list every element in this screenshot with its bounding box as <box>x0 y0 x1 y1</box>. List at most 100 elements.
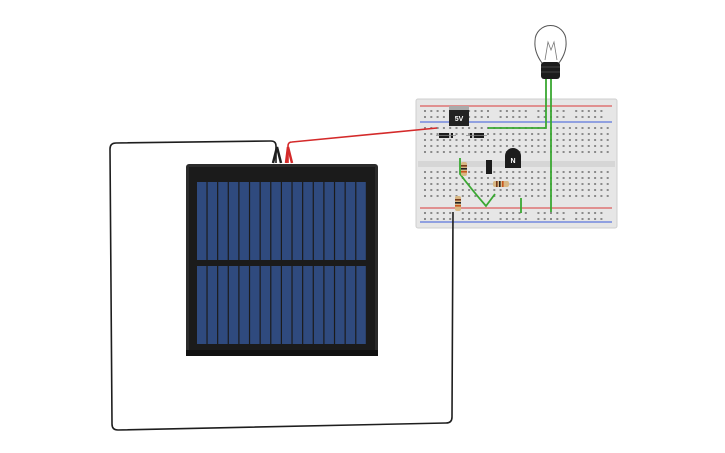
breadboard-hole <box>436 133 439 135</box>
breadboard-hole <box>594 110 597 112</box>
breadboard-hole <box>455 145 458 147</box>
breadboard-hole <box>499 116 502 118</box>
breadboard-hole <box>430 183 433 185</box>
diode-icon[interactable] <box>466 133 487 138</box>
breadboard-hole <box>575 110 578 112</box>
green-wires[interactable] <box>459 78 552 213</box>
breadboard-hole <box>512 133 515 135</box>
breadboard-hole <box>537 145 540 147</box>
solar-cell <box>345 266 356 344</box>
breadboard-hole <box>505 133 508 135</box>
resistor-icon[interactable] <box>455 196 461 211</box>
breadboard-hole <box>424 189 426 191</box>
breadboard-hole <box>480 110 483 112</box>
breadboard-hole <box>430 145 433 147</box>
breadboard-hole <box>556 133 559 135</box>
resistor-icon[interactable] <box>488 181 513 187</box>
red-wire[interactable] <box>287 127 438 163</box>
breadboard-hole <box>461 145 464 147</box>
breadboard-hole <box>518 218 521 220</box>
breadboard-hole <box>556 177 559 179</box>
breadboard-hole <box>430 218 433 220</box>
capacitor[interactable] <box>486 160 492 174</box>
breadboard-hole <box>594 151 597 153</box>
breadboard-hole <box>556 195 559 197</box>
voltage-regulator-icon[interactable]: 5V <box>449 106 469 126</box>
breadboard-hole <box>480 171 483 173</box>
solar-cell <box>292 266 303 344</box>
breadboard-hole <box>424 116 426 118</box>
breadboard-hole <box>531 139 534 141</box>
breadboard-hole <box>575 183 578 185</box>
breadboard-hole <box>594 189 597 191</box>
breadboard-hole <box>424 171 426 173</box>
breadboard-hole <box>518 110 521 112</box>
breadboard-hole <box>543 177 546 179</box>
breadboard-hole <box>575 127 578 129</box>
breadboard-hole <box>537 133 540 135</box>
solar-cell <box>292 182 303 260</box>
breadboard-hole <box>575 116 578 118</box>
black-wire[interactable] <box>109 140 454 431</box>
breadboard-hole <box>537 110 540 112</box>
breadboard-hole <box>556 171 559 173</box>
breadboard-hole <box>461 133 464 135</box>
breadboard-hole <box>600 195 603 197</box>
breadboard-hole <box>543 110 546 112</box>
breadboard-hole <box>537 218 540 220</box>
solar-cell <box>356 182 366 260</box>
breadboard-hole <box>461 189 464 191</box>
breadboard-hole <box>499 212 502 214</box>
solar-panel[interactable] <box>186 164 378 356</box>
resistor-icon[interactable] <box>461 162 467 176</box>
breadboard-hole <box>480 151 483 153</box>
breadboard-hole <box>537 195 540 197</box>
breadboard-hole <box>480 145 483 147</box>
breadboard-hole <box>505 212 508 214</box>
breadboard-hole <box>581 218 584 220</box>
breadboard-hole <box>562 183 565 185</box>
breadboard-hole <box>531 195 534 197</box>
breadboard-hole <box>581 139 584 141</box>
npn-transistor-icon[interactable]: N <box>505 148 521 168</box>
breadboard-hole <box>524 110 527 112</box>
panel-terminal-red <box>284 146 294 164</box>
breadboard-hole <box>518 133 521 135</box>
breadboard-hole <box>480 218 483 220</box>
breadboard-hole <box>505 195 508 197</box>
breadboard-hole <box>562 177 565 179</box>
breadboard-hole <box>512 183 515 185</box>
solar-cell <box>239 266 249 344</box>
breadboard-hole <box>600 151 603 153</box>
lightbulb-icon[interactable] <box>534 25 567 79</box>
breadboard-hole <box>449 139 452 141</box>
breadboard-hole <box>493 171 496 173</box>
solar-cell <box>207 182 218 260</box>
breadboard-hole <box>424 151 426 153</box>
breadboard-hole <box>575 139 578 141</box>
breadboard-hole <box>524 171 527 173</box>
breadboard-hole <box>562 151 565 153</box>
breadboard-hole <box>587 151 590 153</box>
breadboard-hole <box>436 218 439 220</box>
solar-cell <box>260 266 271 344</box>
breadboard-hole <box>606 189 609 191</box>
breadboard-hole <box>524 183 527 185</box>
breadboard-hole <box>430 151 433 153</box>
breadboard-hole <box>543 171 546 173</box>
breadboard-hole <box>581 110 584 112</box>
breadboard-hole <box>581 171 584 173</box>
breadboard-hole <box>480 116 483 118</box>
breadboard-hole <box>442 110 445 112</box>
solar-cell <box>313 182 324 260</box>
breadboard-hole <box>581 127 584 129</box>
breadboard-hole <box>436 145 439 147</box>
breadboard-hole <box>562 195 565 197</box>
breadboard-hole <box>474 151 477 153</box>
diode-icon[interactable] <box>436 133 456 138</box>
breadboard-hole <box>587 212 590 214</box>
breadboard-hole <box>442 177 445 179</box>
breadboard-hole <box>442 116 445 118</box>
breadboard-hole <box>587 139 590 141</box>
